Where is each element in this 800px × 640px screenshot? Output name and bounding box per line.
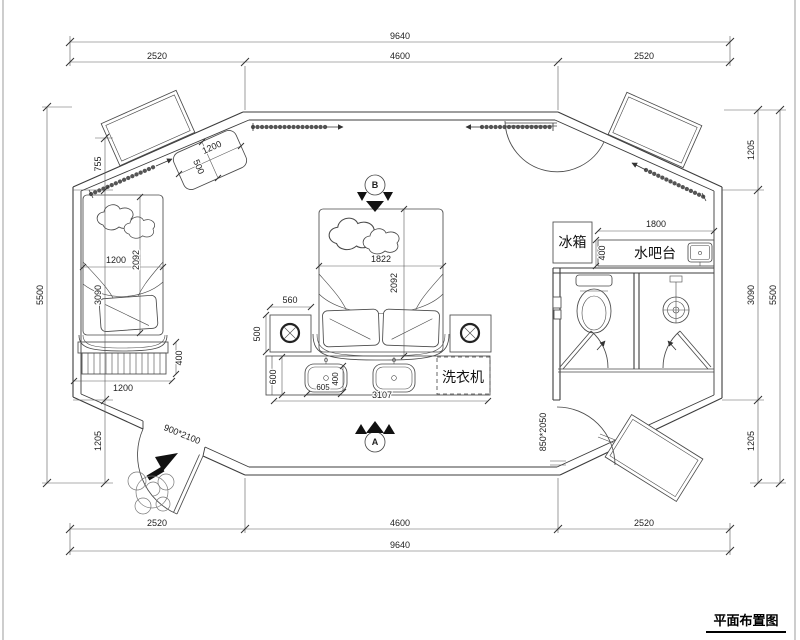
counter-depth-dim: 600 xyxy=(268,369,278,384)
bathroom-walls xyxy=(552,267,714,461)
dim-right-bot: 1205 xyxy=(746,431,756,451)
double-bed: 1822 2092 xyxy=(312,208,450,361)
window-top-left xyxy=(100,89,196,167)
lamp-icon xyxy=(279,322,301,344)
window-top-right xyxy=(607,91,703,169)
counter-length-dim: 3107 xyxy=(372,390,392,400)
section-marker-a: A xyxy=(355,421,395,453)
water-bar-label: 水吧台 xyxy=(634,246,676,262)
nightstand-right xyxy=(449,314,492,353)
fridge-label: 冰箱 xyxy=(559,235,587,251)
section-marker-b: B xyxy=(357,174,393,212)
nightstand-dims: 560 500 xyxy=(251,294,311,352)
dim-top-overall: 9640 xyxy=(390,31,410,41)
dim-bot-right: 2520 xyxy=(634,518,654,528)
dim-bot-mid: 4600 xyxy=(390,518,410,528)
sink-width-dim: 605 xyxy=(316,383,330,392)
dim-top-left: 2520 xyxy=(147,51,167,61)
dimensions-top: 9640 2520 4600 2520 xyxy=(65,30,735,110)
shower-doors xyxy=(559,330,712,370)
washing-machine xyxy=(436,356,491,395)
shower xyxy=(662,275,690,324)
sink-depth-dim: 400 xyxy=(331,372,340,386)
toilet-paper-holder xyxy=(552,296,562,320)
curtain-symbols xyxy=(88,123,707,202)
entry-arrow-icon xyxy=(146,453,178,481)
single-bed-length-dim: 2092 xyxy=(131,250,141,270)
double-bed-length-dim: 2092 xyxy=(389,273,399,293)
dim-right-overall: 5500 xyxy=(768,285,778,305)
dimensions-right: 1205 3090 1205 5500 xyxy=(722,105,786,488)
double-bed-width-dim: 1822 xyxy=(371,254,391,264)
dim-right-mid: 3090 xyxy=(746,285,756,305)
toilet xyxy=(575,274,613,334)
dim-left-bot: 1205 xyxy=(93,431,103,451)
dim-right-top: 1205 xyxy=(746,140,756,160)
nightstand-left xyxy=(269,314,312,353)
fridge: 冰箱 xyxy=(552,221,593,264)
single-bed-width-dim: 1200 xyxy=(106,255,126,265)
dim-bot-left: 2520 xyxy=(147,518,167,528)
dim-left-top: 755 xyxy=(93,156,103,171)
dim-left-mid: 3090 xyxy=(93,285,103,305)
bathroom-door-size: 850*2050 xyxy=(538,413,548,452)
drawing-title: 平面布置图 xyxy=(713,613,778,629)
bathroom-door: 850*2050 xyxy=(537,406,616,466)
vanity-counter: 洗衣机 600 3107 605 400 xyxy=(265,355,491,402)
dim-top-mid: 4600 xyxy=(390,51,410,61)
window-bottom-right xyxy=(604,413,704,503)
dim-top-right: 2520 xyxy=(634,51,654,61)
entry-plant xyxy=(127,471,175,515)
bar-depth-dim: 400 xyxy=(597,245,607,260)
bench-depth-dim: 400 xyxy=(174,350,184,365)
bench-length-dim: 1200 xyxy=(113,383,133,393)
section-b-label: B xyxy=(372,180,379,190)
bar-length-dim: 1800 xyxy=(646,219,666,229)
single-bed: 1200 2092 xyxy=(78,194,168,352)
lamp-icon xyxy=(459,322,481,344)
entry-door: 900*2100 xyxy=(137,421,204,515)
nightstand-depth-dim: 500 xyxy=(252,326,262,341)
water-bar: 水吧台 1800 400 xyxy=(595,218,715,267)
dimensions-bottom: 2520 4600 2520 9640 xyxy=(65,478,735,556)
bench-rack: 400 1200 xyxy=(74,341,185,394)
entry-door-size: 900*2100 xyxy=(162,422,201,446)
dim-bot-overall: 9640 xyxy=(390,540,410,550)
washing-machine-label: 洗衣机 xyxy=(442,370,484,386)
dimensions-left: 5500 755 3090 1205 xyxy=(34,102,113,488)
balcony-door-top-right xyxy=(504,120,605,173)
nightstand-width-dim: 560 xyxy=(282,295,297,305)
dim-left-overall: 5500 xyxy=(35,285,45,305)
title-block: 平面布置图 xyxy=(706,613,786,633)
interior-dim-ticks xyxy=(70,138,718,405)
section-a-label: A xyxy=(372,437,379,447)
